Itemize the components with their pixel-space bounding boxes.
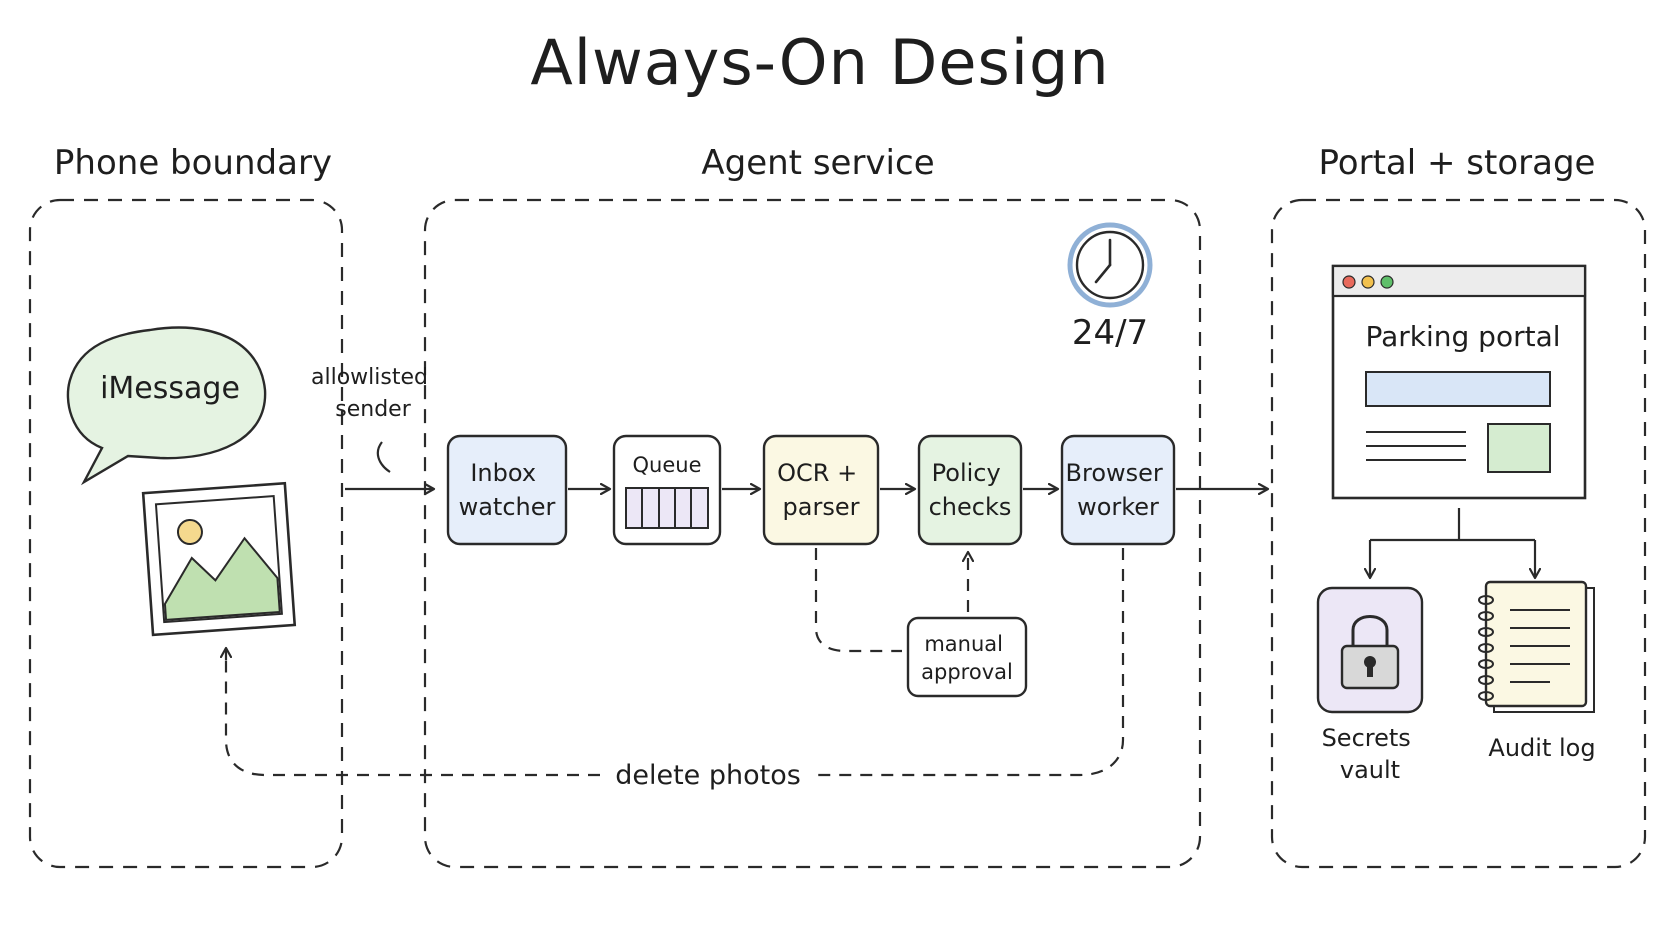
- secrets-vault: Secrets vault: [1316, 586, 1424, 784]
- section-label-agent: Agent service: [701, 143, 934, 183]
- section-label-phone: Phone boundary: [54, 143, 332, 183]
- window-maximize-dot: [1380, 275, 1394, 289]
- svg-text:manual approval: manual approval: [921, 632, 1013, 684]
- ocr-to-approval-link: [814, 548, 902, 653]
- portal-window-title: Parking portal: [1365, 320, 1560, 353]
- clock-icon: [1067, 222, 1153, 308]
- photo-icon: [141, 481, 297, 637]
- audit-log: Audit log: [1478, 580, 1596, 762]
- sender-pointer: [376, 441, 391, 473]
- step-browser-worker: Browser worker: [1060, 434, 1176, 546]
- step-queue: Queue: [612, 434, 722, 546]
- delete-photos-label: delete photos: [615, 760, 801, 791]
- diagram-title: Always-On Design: [530, 26, 1109, 99]
- svg-text:OCR + parser: OCR + parser: [777, 459, 865, 521]
- allowlisted-sender-label: allowlisted sender: [311, 365, 435, 422]
- portal-image-block: [1487, 423, 1551, 473]
- step-policy-checks: Policy checks: [917, 434, 1023, 546]
- svg-text:Inbox watcher: Inbox watcher: [459, 459, 556, 521]
- lock-icon: [1340, 615, 1400, 690]
- agent-boundary: [423, 198, 1202, 869]
- portal-input-bar: [1365, 371, 1551, 407]
- step-inbox-watcher: Inbox watcher: [446, 434, 568, 546]
- step-ocr-parser: OCR + parser: [762, 434, 880, 546]
- portal-branch: [1370, 508, 1535, 542]
- always-on-label: 24/7: [1072, 313, 1148, 353]
- window-close-dot: [1342, 275, 1356, 289]
- window-minimize-dot: [1361, 275, 1375, 289]
- portal-boundary: [1270, 198, 1647, 869]
- notebook-spiral-icon: [1478, 595, 1494, 701]
- phone-boundary: [28, 198, 344, 869]
- parking-portal-window: Parking portal: [1331, 264, 1587, 500]
- delete-photos-loop: [224, 548, 1125, 777]
- imessage-bubble: iMessage: [66, 326, 267, 486]
- section-label-portal: Portal + storage: [1319, 143, 1596, 183]
- svg-text:Policy checks: Policy checks: [929, 459, 1012, 521]
- queue-slots-icon: [625, 487, 709, 529]
- audit-log-label: Audit log: [1488, 734, 1595, 762]
- imessage-label: iMessage: [100, 371, 240, 406]
- manual-approval-box: manual approval: [906, 616, 1028, 698]
- svg-text:Queue: Queue: [633, 453, 702, 477]
- svg-text:Secrets vault: Secrets vault: [1322, 724, 1419, 784]
- svg-text:Browser worker: Browser worker: [1066, 459, 1171, 521]
